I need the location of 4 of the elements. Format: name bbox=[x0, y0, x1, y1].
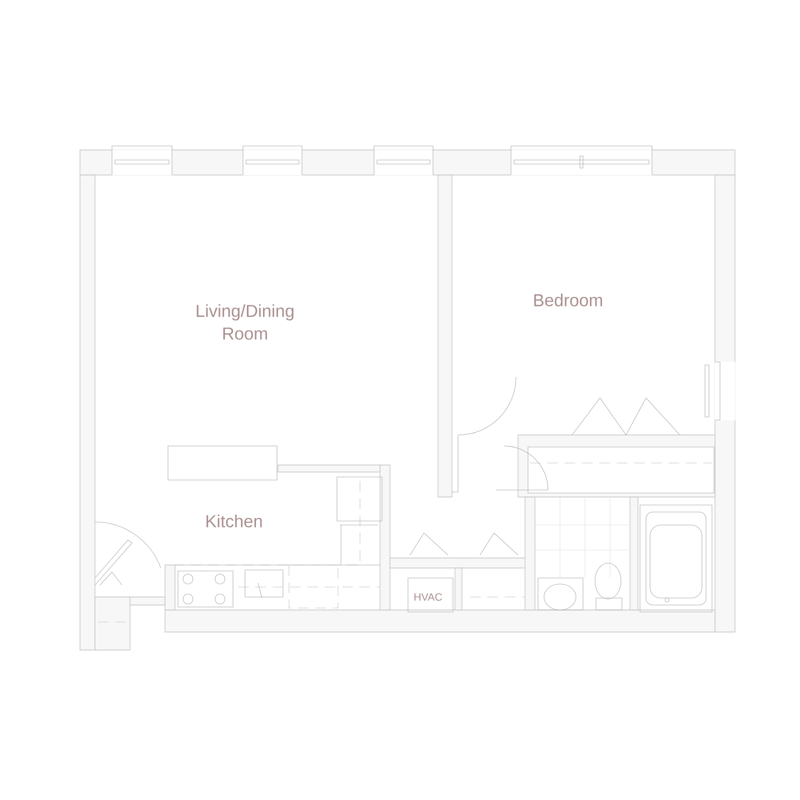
equipment-label: HVAC bbox=[414, 593, 442, 601]
room-label: Kitchen bbox=[206, 514, 262, 528]
room-label: Bedroom bbox=[534, 294, 602, 306]
room-label: Living/Dining Room bbox=[196, 304, 294, 340]
